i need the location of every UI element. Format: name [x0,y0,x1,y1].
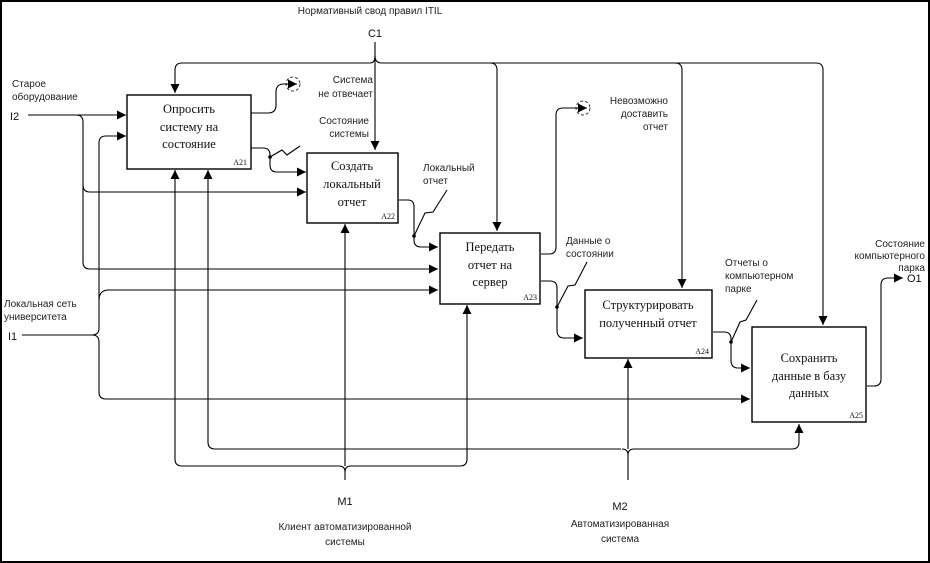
arrow-o1-output [867,273,903,387]
a25-id: A25 [849,411,863,420]
a22-line-2: локальный [323,177,381,191]
i2-label-2: оборудование [12,91,78,103]
arrow-m2-mechanism [621,359,804,480]
function-box-a24[interactable]: Структурировать полученный отчет A24 [584,289,713,359]
a25-line-3: данных [789,386,830,400]
o1-label-1: Состояние [875,239,925,250]
function-box-a25[interactable]: Сохранить данные в базу данных A25 [751,326,867,423]
c1-code: C1 [368,28,382,40]
a23-line-1: Передать [466,240,515,254]
arrow-state-data [541,261,588,343]
a24-id: A24 [695,347,709,356]
i1-label-1: Локальная сеть [4,299,77,310]
m2-label-2: система [601,534,639,545]
a22-id: A22 [381,212,395,221]
state-data-label-2: состоянии [566,249,614,260]
m1-label-1: Клиент автоматизированной [278,522,411,533]
a22-line-3: отчет [338,195,367,209]
arrow-park-reports [713,299,758,373]
m2-label-1: Автоматизированная [571,519,669,530]
park-reports-label-2: компьютерном [725,271,794,282]
arrow-system-state [251,145,306,177]
a24-line-2: полученный отчет [599,316,697,330]
arrow-i2-input [28,110,438,274]
arrow-c1-control [170,42,828,325]
a22-line-1: Создать [331,159,373,173]
park-reports-label-3: парке [725,284,752,295]
arrow-m1-mechanism [170,170,621,480]
a21-id: A21 [233,158,247,167]
a23-id: A23 [523,293,537,302]
cannot-deliver-label-1: Невозможно [610,96,669,107]
a24-line-1: Структурировать [602,298,693,312]
c1-label: Нормативный свод правил ITIL [298,6,443,17]
local-report-label-1: Локальный [423,163,475,174]
a21-line-2: систему на [160,120,219,134]
cannot-deliver-label-3: отчет [643,122,668,133]
function-box-a23[interactable]: Передать отчет на сервер A23 [439,232,541,305]
m1-code: M1 [337,496,352,508]
m1-label-2: системы [325,537,365,548]
system-state-label-2: системы [329,129,369,140]
a23-line-3: сервер [472,275,507,289]
a25-line-1: Сохранить [781,351,838,365]
a21-line-1: Опросить [163,102,215,116]
cannot-deliver-label-2: доставить [621,109,668,120]
arrow-cannot-deliver [541,100,591,255]
a25-line-2: данные в базу [772,369,847,383]
function-box-a21[interactable]: Опросить систему на состояние A21 [126,94,252,170]
i2-label-1: Старое [12,79,46,90]
function-box-a22[interactable]: Создать локальный отчет A22 [306,152,399,224]
arrow-no-response [251,76,301,114]
a21-line-3: состояние [162,137,216,151]
park-reports-label-1: Отчеты о [725,258,768,269]
system-state-label-1: Состояние [319,116,369,127]
state-data-label-1: Данные о [566,236,611,247]
a23-line-2: отчет на [468,258,513,272]
no-response-label-1: Система [333,75,374,86]
i1-code: I1 [8,331,17,343]
i2-code: I2 [10,111,19,123]
no-response-label-2: не отвечает [318,89,373,100]
m2-code: M2 [612,501,627,513]
arrow-i1-input [22,131,750,404]
arrow-local-report [399,189,448,252]
o1-label-3: парка [898,263,925,274]
o1-code: O1 [907,273,922,285]
local-report-label-2: отчет [423,176,448,187]
o1-label-2: компьютерного [855,251,926,262]
i1-label-2: университета [4,312,67,323]
